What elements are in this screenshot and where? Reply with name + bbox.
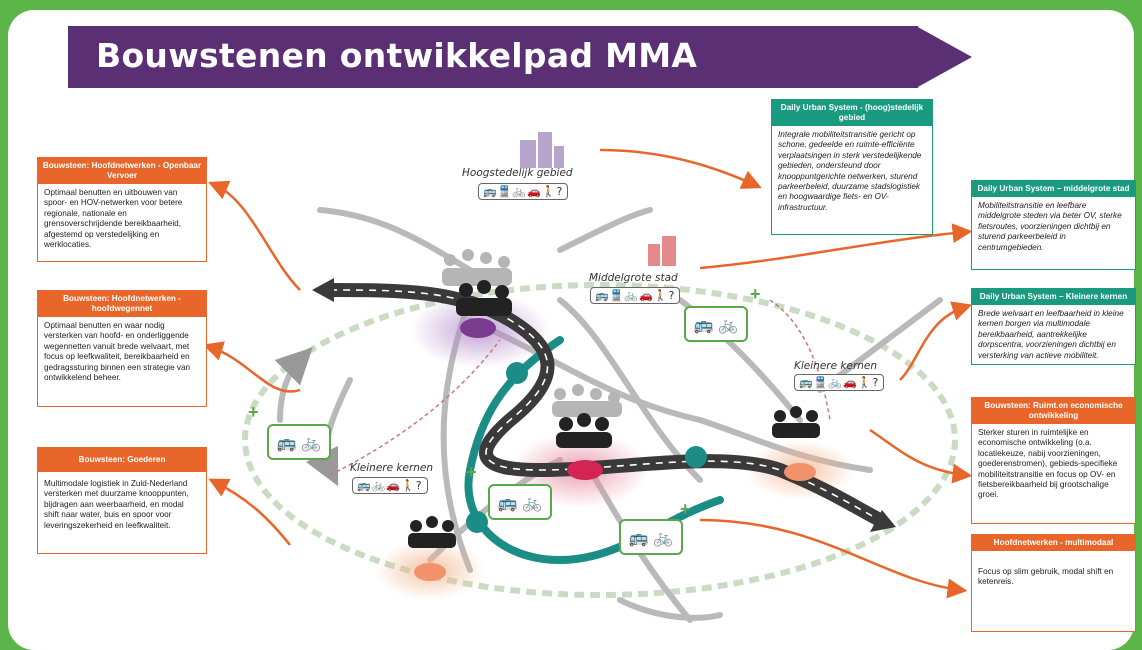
box-dus-middelgroot: Daily Urban System – middelgrote stad Mo… xyxy=(971,180,1136,270)
label-hoogstedelijk: Hoogstedelijk gebied xyxy=(462,167,573,179)
people-icon xyxy=(408,516,456,548)
people-icon xyxy=(772,406,820,438)
box-body: Sterker sturen in ruimtelijke en economi… xyxy=(978,428,1118,500)
box-ruimtelijke-ontwikkeling: Bouwsteen: Ruimt.en economische ontwikke… xyxy=(971,397,1136,524)
svg-text:🚌 🚲: 🚌 🚲 xyxy=(498,495,542,512)
modes-kleiner-links: 🚌🚲🚗🚶? xyxy=(352,477,428,494)
svg-text:🚌 🚲: 🚌 🚲 xyxy=(694,317,738,334)
connector-arrows xyxy=(202,148,973,599)
box-header: Daily Urban System – middelgrote stad xyxy=(972,181,1135,197)
box-hoofdwegennet: Bouwsteen: Hoofdnetwerken - hoofdwegenne… xyxy=(37,290,207,407)
bus-bike-bubble: 🚌 🚲 xyxy=(619,519,683,555)
box-multimodaal: Hoofdnetwerken - multimodaal Focus op sl… xyxy=(971,534,1136,632)
title-banner-arrow xyxy=(916,26,972,88)
modes-hoogstedelijk: 🚌🚆🚲🚗🚶? xyxy=(478,183,569,200)
node-kleiner-links xyxy=(414,563,446,581)
label-middelgroot: Middelgrote stad xyxy=(589,272,678,284)
box-dus-hoogstedelijk: Daily Urban System - (hoog)stedelijk geb… xyxy=(771,99,933,235)
plus-icon: + + + + xyxy=(248,284,761,519)
node-hoogstedelijk xyxy=(460,318,496,338)
modes-kleiner-rechts: 🚌🚆🚲🚗🚶? xyxy=(794,374,885,391)
box-body: Multimodale logistiek in Zuid-Nederland … xyxy=(44,479,189,530)
bus-bike-bubble: 🚌 🚲 xyxy=(684,306,748,342)
svg-text:+: + xyxy=(750,284,761,304)
svg-text:🚌 🚲: 🚌 🚲 xyxy=(277,435,321,452)
people-icon xyxy=(456,280,512,316)
bus-stop-icon xyxy=(466,362,707,533)
building-icon xyxy=(648,236,676,266)
svg-text:+: + xyxy=(466,462,477,482)
label-kleiner-links: Kleinere kernen xyxy=(350,462,434,474)
box-body: Mobiliteitstransitie en leefbare middelg… xyxy=(978,201,1122,252)
box-header: Bouwsteen: Goederen xyxy=(38,448,206,472)
page-title: Bouwstenen ontwikkelpad MMA xyxy=(96,36,698,75)
label-kleiner-rechts: Kleinere kernen xyxy=(794,360,878,372)
bus-bike-bubble: 🚌 🚲 xyxy=(488,484,552,520)
bus-bike-bubble: 🚌 🚲 xyxy=(267,424,331,460)
box-header: Bouwsteen: Hoofdnetwerken - hoofdwegenne… xyxy=(38,291,206,317)
box-header: Bouwsteen: Hoofdnetwerken - Openbaar Ver… xyxy=(38,158,206,184)
regional-loop xyxy=(242,282,958,598)
box-body: Optimaal benutten en waar nodig versterk… xyxy=(44,321,191,383)
people-icon xyxy=(442,249,512,286)
node-kleiner-rechts xyxy=(784,463,816,481)
svg-text:+: + xyxy=(680,499,691,519)
building-icon xyxy=(520,132,564,168)
box-hoofdnetwerken-ov: Bouwsteen: Hoofdnetwerken - Openbaar Ver… xyxy=(37,157,207,262)
box-body: Focus op slim gebruik, modal shift en ke… xyxy=(978,567,1114,587)
box-header: Daily Urban System - (hoog)stedelijk geb… xyxy=(772,100,932,126)
title-banner: Bouwstenen ontwikkelpad MMA xyxy=(68,26,918,88)
people-icon xyxy=(552,384,622,417)
node-middelgroot xyxy=(567,460,603,480)
modes-middelgroot: 🚌🚆🚲🚗🚶? xyxy=(590,287,681,304)
box-body: Integrale mobiliteitstransitie gericht o… xyxy=(778,130,922,212)
people-icon xyxy=(556,413,612,448)
box-body: Brede welvaart en leefbaarheid in kleine… xyxy=(978,309,1124,360)
box-header: Daily Urban System – Kleinere kernen xyxy=(972,289,1135,305)
box-dus-kleinere-kernen: Daily Urban System – Kleinere kernen Bre… xyxy=(971,288,1136,365)
box-goederen: Bouwsteen: Goederen Multimodale logistie… xyxy=(37,447,207,554)
box-header: Hoofdnetwerken - multimodaal xyxy=(972,535,1135,551)
svg-text:🚌 🚲: 🚌 🚲 xyxy=(629,530,673,547)
svg-text:+: + xyxy=(248,402,259,422)
box-body: Optimaal benutten en uitbouwen van spoor… xyxy=(44,188,183,250)
box-header: Bouwsteen: Ruimt.en economische ontwikke… xyxy=(972,398,1135,424)
